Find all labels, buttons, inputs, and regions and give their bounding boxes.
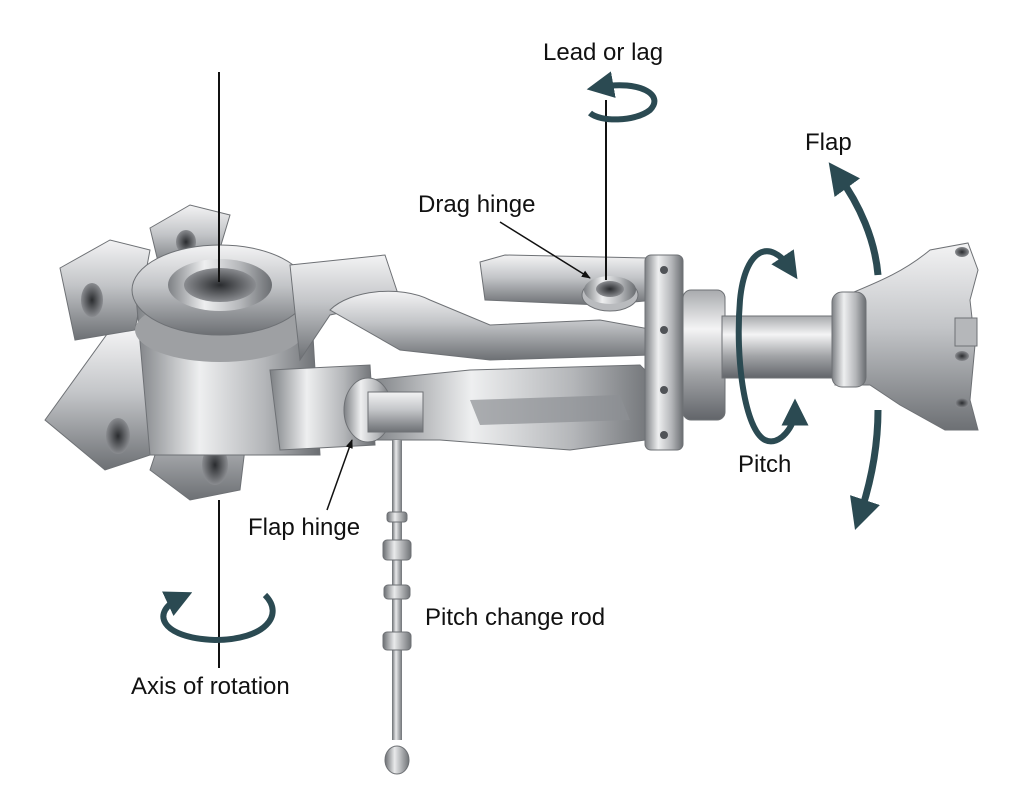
lead-lag-arrow-icon bbox=[586, 71, 658, 123]
label-axis-of-rotation: Axis of rotation bbox=[131, 673, 290, 700]
pitch-arrow-icon bbox=[735, 248, 809, 445]
blade-attachment-fork bbox=[831, 242, 979, 431]
rotor-hub bbox=[44, 204, 401, 501]
label-flap: Flap bbox=[805, 129, 852, 156]
flap-down-arrow-icon bbox=[850, 409, 882, 530]
label-lead-or-lag: Lead or lag bbox=[543, 39, 664, 66]
label-drag-hinge: Drag hinge bbox=[418, 191, 536, 218]
label-pitch: Pitch bbox=[738, 451, 792, 478]
blade-grip-assembly bbox=[329, 254, 726, 451]
label-flap-hinge: Flap hinge bbox=[248, 514, 361, 541]
label-pitch-change-rod: Pitch change rod bbox=[425, 604, 606, 631]
pitch-change-rod-graphic bbox=[382, 440, 412, 775]
flap-hinge-leader bbox=[326, 439, 353, 511]
drag-hinge-leader bbox=[499, 221, 591, 279]
flap-up-arrow-icon bbox=[828, 162, 882, 276]
rotation-arrow-icon bbox=[160, 591, 276, 644]
